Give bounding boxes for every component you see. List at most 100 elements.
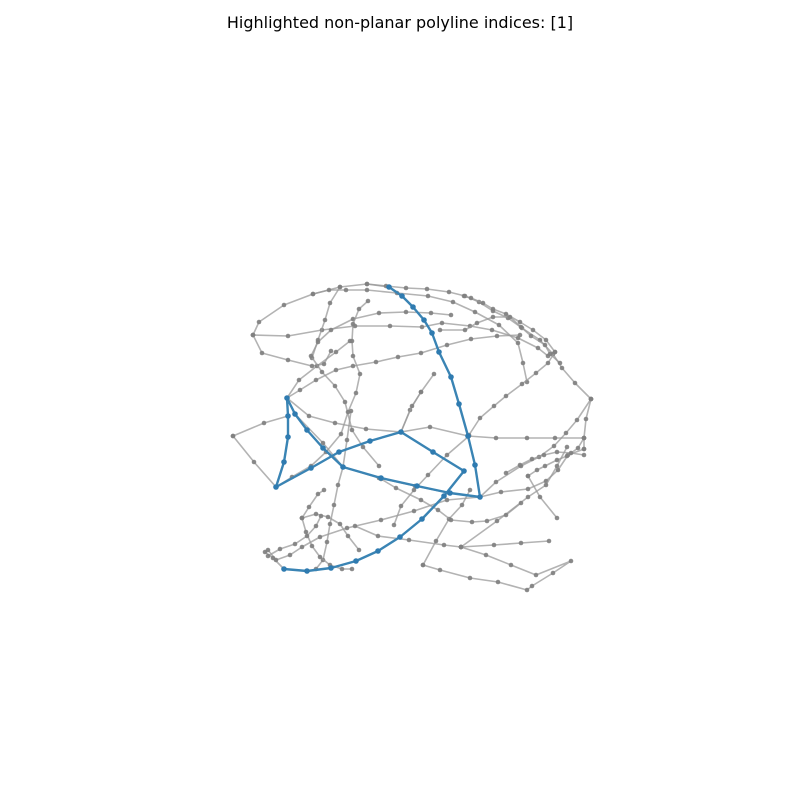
grey-vertex bbox=[363, 426, 369, 432]
grey-vertex bbox=[325, 514, 331, 520]
grey-vertex bbox=[507, 314, 513, 320]
grey-vertex bbox=[494, 333, 500, 339]
grey-vertex bbox=[332, 420, 338, 426]
highlighted-vertex bbox=[461, 468, 467, 474]
highlighted-vertex bbox=[465, 433, 471, 439]
grey-vertex bbox=[588, 396, 594, 402]
grey-polyline bbox=[393, 435, 470, 526]
grey-polyline bbox=[440, 316, 561, 364]
grey-vertex bbox=[550, 570, 556, 576]
grey-vertex bbox=[551, 443, 557, 449]
highlighted-vertex bbox=[281, 566, 287, 572]
grey-vertex bbox=[344, 437, 350, 443]
grey-vertex bbox=[581, 452, 587, 458]
grey-vertex bbox=[480, 300, 486, 306]
grey-vertex bbox=[518, 500, 524, 506]
grey-vertex bbox=[338, 431, 344, 437]
grey-vertex bbox=[483, 552, 489, 558]
grey-vertex bbox=[467, 575, 473, 581]
grey-vertex bbox=[375, 533, 381, 539]
highlighted-vertex bbox=[477, 494, 483, 500]
grey-vertex bbox=[343, 287, 349, 293]
grey-vertex bbox=[444, 497, 450, 503]
grey-vertex bbox=[322, 317, 328, 323]
grey-vertex bbox=[357, 371, 363, 377]
highlighted-vertex bbox=[375, 548, 381, 554]
grey-vertex bbox=[327, 521, 333, 527]
grey-vertex bbox=[503, 470, 509, 476]
grey-polyline bbox=[310, 311, 452, 467]
grey-vertex bbox=[356, 306, 362, 312]
grey-vertex bbox=[494, 518, 500, 524]
grey-vertex bbox=[299, 515, 305, 521]
highlighted-vertex bbox=[273, 484, 279, 490]
grey-vertex bbox=[327, 300, 333, 306]
grey-vertex bbox=[572, 380, 578, 386]
grey-vertex bbox=[490, 306, 496, 312]
grey-vertex bbox=[555, 467, 561, 473]
grey-vertex bbox=[543, 482, 549, 488]
highlighted-vertex bbox=[386, 284, 392, 290]
grey-vertex bbox=[306, 413, 312, 419]
grey-vertex bbox=[484, 518, 490, 524]
grey-vertex bbox=[364, 281, 370, 287]
grey-vertex bbox=[444, 452, 450, 458]
grey-vertex bbox=[376, 310, 382, 316]
grey-vertex bbox=[309, 543, 315, 549]
grey-vertex bbox=[303, 529, 309, 535]
highlighted-vertex bbox=[336, 449, 342, 455]
grey-vertex bbox=[332, 383, 338, 389]
grey-polyline bbox=[252, 334, 332, 367]
grey-vertex bbox=[559, 365, 565, 371]
grey-vertex bbox=[418, 497, 424, 503]
grey-vertex bbox=[331, 502, 337, 508]
grey-vertex bbox=[403, 285, 409, 291]
highlighted-vertex bbox=[285, 434, 291, 440]
grey-vertex bbox=[349, 338, 355, 344]
grey-vertex bbox=[376, 463, 382, 469]
highlighted-vertex bbox=[419, 516, 425, 522]
highlighted-vertex bbox=[447, 490, 453, 496]
grey-vertex bbox=[230, 433, 236, 439]
grey-vertex bbox=[547, 351, 553, 357]
grey-vertex bbox=[345, 533, 351, 539]
grey-vertex bbox=[515, 340, 521, 346]
grey-vertex bbox=[320, 440, 326, 446]
grey-vertex bbox=[528, 333, 534, 339]
grey-vertex bbox=[554, 449, 560, 455]
grey-vertex bbox=[446, 289, 452, 295]
grey-vertex bbox=[310, 291, 316, 297]
grey-vertex bbox=[525, 494, 531, 500]
grey-vertex bbox=[424, 286, 430, 292]
grey-polyline bbox=[301, 513, 360, 551]
grey-vertex bbox=[335, 482, 341, 488]
grey-vertex bbox=[265, 553, 271, 559]
grey-vertex bbox=[313, 523, 319, 529]
grey-vertex bbox=[411, 508, 417, 514]
grey-vertex bbox=[583, 416, 589, 422]
grey-vertex bbox=[324, 539, 330, 545]
grey-polyline bbox=[583, 398, 592, 449]
grey-vertex bbox=[564, 444, 570, 450]
grey-vertex bbox=[472, 309, 478, 315]
highlighted-vertex bbox=[378, 475, 384, 481]
grey-vertex bbox=[350, 363, 356, 369]
grey-vertex bbox=[493, 435, 499, 441]
grey-vertex bbox=[304, 533, 310, 539]
grey-vertex bbox=[459, 502, 465, 508]
grey-vertex bbox=[518, 324, 524, 330]
grey-vertex bbox=[349, 566, 355, 572]
highlighted-polyline bbox=[273, 284, 483, 574]
grey-vertex bbox=[428, 310, 434, 316]
grey-vertex bbox=[321, 361, 327, 367]
grey-vertex bbox=[387, 323, 393, 329]
grey-vertex bbox=[306, 504, 312, 510]
highlighted-vertex bbox=[397, 534, 403, 540]
grey-polyline bbox=[460, 540, 550, 548]
grey-vertex bbox=[337, 284, 343, 290]
grey-vertex bbox=[281, 302, 287, 308]
grey-vertex bbox=[333, 349, 339, 355]
grey-vertex bbox=[525, 473, 531, 479]
grey-vertex bbox=[474, 320, 480, 326]
grey-vertex bbox=[328, 348, 334, 354]
